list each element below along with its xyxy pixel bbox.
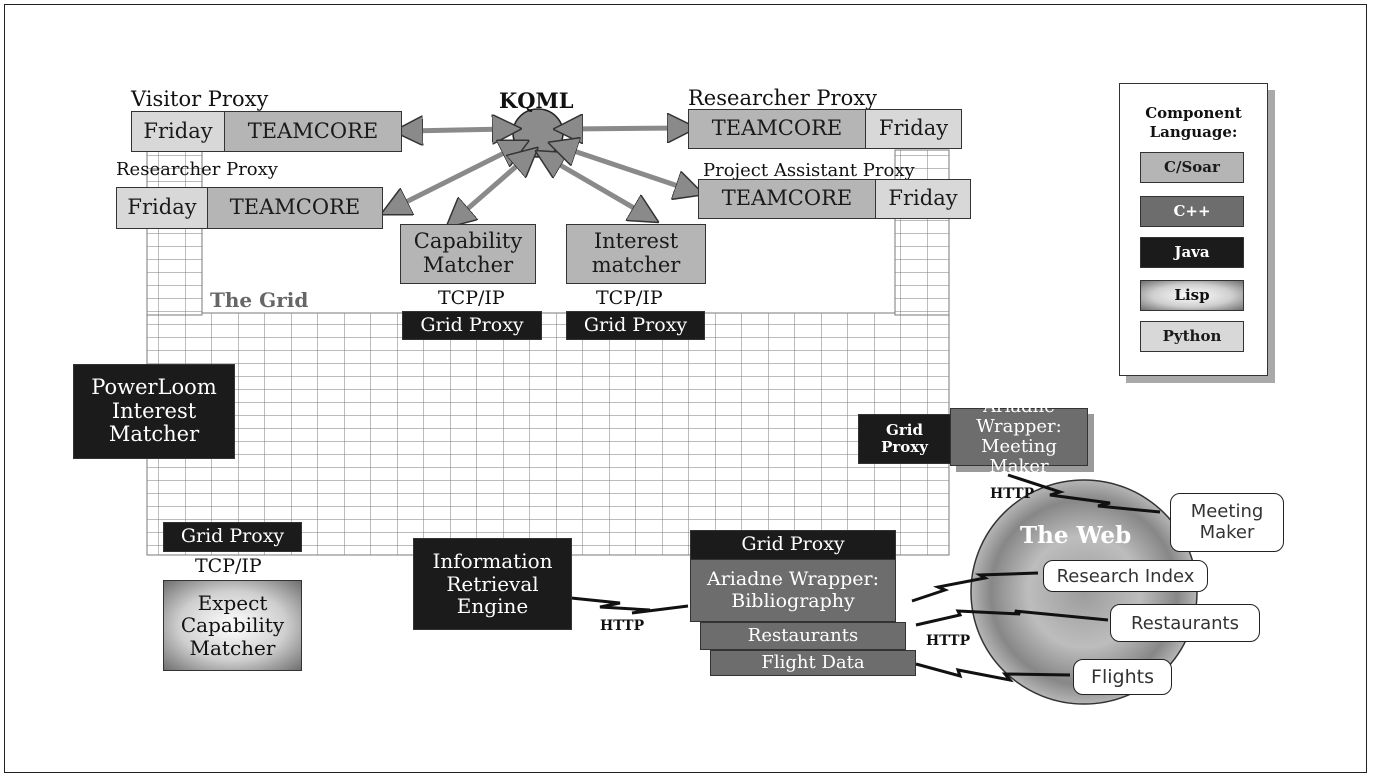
researcher-proxy-left-teamcore: TEAMCORE (207, 187, 383, 229)
capability-matcher-tcpip: TCP/IP (438, 287, 505, 309)
visitor-proxy-teamcore: TEAMCORE (224, 111, 402, 152)
legend-c-soar: C/Soar (1140, 152, 1244, 183)
restaurants-wrapper: Restaurants (700, 622, 906, 650)
grid-label: The Grid (210, 288, 309, 312)
site-meeting-maker: Meeting Maker (1170, 493, 1284, 552)
site-research-index: Research Index (1043, 560, 1208, 592)
project-assistant-proxy-teamcore: TEAMCORE (698, 179, 876, 219)
site-flights: Flights (1073, 659, 1172, 695)
site-restaurants: Restaurants (1110, 604, 1260, 642)
researcher-proxy-right-title: Researcher Proxy (688, 86, 877, 110)
web-title: The Web (1020, 522, 1132, 549)
meeting-maker-grid-proxy: Grid Proxy (858, 414, 951, 464)
http-links (570, 473, 1161, 683)
language-legend: Component Language: C/Soar C++ Java Lisp… (1119, 83, 1268, 376)
legend-python: Python (1140, 321, 1244, 352)
capability-matcher: Capability Matcher (400, 224, 536, 284)
capability-grid-proxy: Grid Proxy (402, 311, 542, 340)
expect-grid-proxy: Grid Proxy (163, 522, 302, 552)
researcher-proxy-left-friday: Friday (116, 187, 208, 229)
web-cloud (970, 479, 1198, 705)
interest-matcher-tcpip: TCP/IP (596, 287, 663, 309)
powerloom-interest-matcher: PowerLoom Interest Matcher (73, 364, 235, 459)
kqml-hub (512, 108, 564, 158)
legend-lisp: Lisp (1140, 280, 1244, 311)
interest-matcher: Interest matcher (566, 224, 706, 284)
researcher-proxy-right-friday: Friday (865, 109, 962, 149)
legend-title: Component Language: (1145, 104, 1242, 141)
researcher-proxy-right-teamcore: TEAMCORE (688, 109, 866, 149)
http-label-web: HTTP (926, 633, 971, 649)
grid-background (146, 144, 950, 556)
visitor-proxy-friday: Friday (131, 111, 225, 152)
expect-capability-matcher: Expect Capability Matcher (163, 580, 302, 671)
interest-grid-proxy: Grid Proxy (566, 311, 705, 340)
information-retrieval-engine: Information Retrieval Engine (413, 538, 572, 630)
legend-java: Java (1140, 237, 1244, 268)
visitor-proxy-title: Visitor Proxy (131, 87, 269, 111)
researcher-proxy-left-title: Researcher Proxy (116, 159, 278, 180)
flight-data-wrapper: Flight Data (710, 650, 916, 676)
meeting-maker-wrapper: Ariadne Wrapper: Meeting Maker (950, 396, 1088, 477)
http-label-retrieval: HTTP (600, 618, 645, 634)
kqml-label: KQML (499, 88, 574, 113)
legend-cpp: C++ (1140, 196, 1244, 227)
kqml-arrows (394, 128, 690, 218)
http-label-meeting: HTTP (990, 486, 1035, 502)
diagram-frame (4, 4, 1367, 773)
bibliography-grid-proxy: Grid Proxy (690, 530, 896, 560)
project-assistant-proxy-title: Project Assistant Proxy (703, 160, 915, 181)
bibliography-wrapper: Ariadne Wrapper: Bibliography (690, 559, 896, 622)
expect-tcpip: TCP/IP (195, 555, 262, 577)
project-assistant-proxy-friday: Friday (875, 179, 971, 219)
